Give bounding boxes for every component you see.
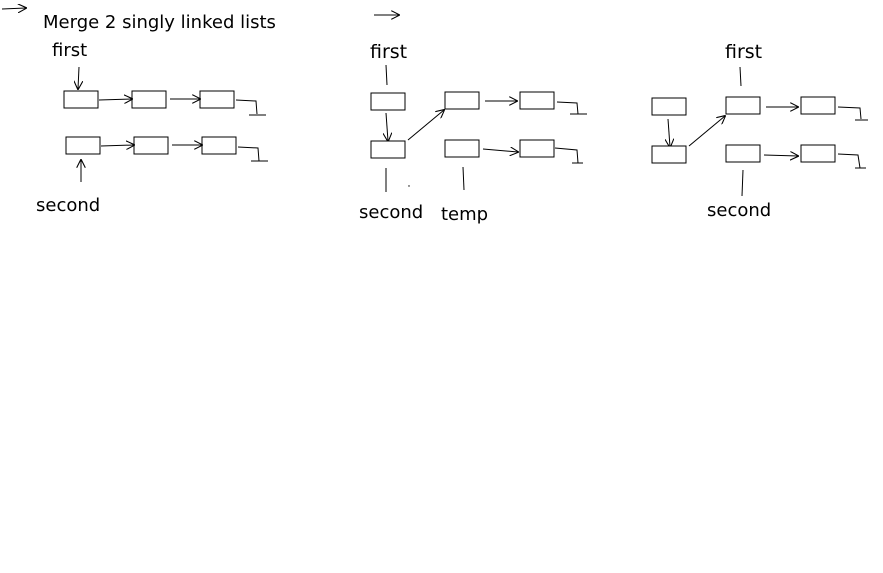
panel-2: first second temp bbox=[359, 41, 587, 225]
panel-1-list-b-link-1 bbox=[100, 145, 134, 146]
panel-2-first-pointer bbox=[385, 64, 388, 86]
panel-2-temp-pointer bbox=[462, 166, 465, 191]
panel-1-list-a-null-ground bbox=[235, 99, 266, 116]
panel-3-left-node-bottom bbox=[651, 145, 687, 164]
panel-1-list-b-node-2 bbox=[133, 136, 169, 155]
panel-1-list-a-node-3 bbox=[199, 90, 235, 109]
panel-1-second-label: second bbox=[36, 195, 100, 216]
panel-3-list-b-link bbox=[763, 155, 798, 156]
panel-1-list-b-null-ground bbox=[237, 146, 268, 162]
panel-2-first-to-second-link bbox=[386, 112, 388, 141]
panel-3-list-b-node-2 bbox=[800, 144, 836, 163]
panel-2-second-to-list-a-link bbox=[407, 110, 444, 141]
panel-1-list-a-node-1 bbox=[63, 90, 99, 109]
panel-3-left-node-top bbox=[651, 97, 687, 116]
panel-2-list-a-node-2 bbox=[519, 91, 555, 110]
panel-2-second-label: second bbox=[359, 202, 423, 223]
panel-3: first second bbox=[651, 41, 868, 221]
panel-2-temp-link bbox=[482, 149, 518, 152]
panel-2-list-a-null-ground bbox=[556, 101, 587, 115]
panel-1-list-b-node-1 bbox=[65, 136, 101, 155]
stray-arrow-top-left bbox=[1, 8, 26, 9]
panel-3-list-a-node-2 bbox=[800, 96, 836, 115]
panel-3-list-b-node-1 bbox=[725, 144, 761, 163]
panel-2-list-a-node-1 bbox=[444, 91, 480, 110]
panel-3-left-to-list-a-link bbox=[688, 116, 725, 147]
stray-dot bbox=[408, 185, 410, 187]
panel-2-temp-null-ground bbox=[554, 147, 583, 164]
panel-1-list-a-node-2 bbox=[131, 90, 167, 109]
panel-3-first-label: first bbox=[725, 41, 762, 63]
panel-2-first-node bbox=[370, 92, 406, 111]
panel-2-temp-node-2 bbox=[519, 139, 555, 158]
panel-3-first-pointer bbox=[739, 66, 742, 87]
panel-3-list-a-node-1 bbox=[725, 96, 761, 115]
panel-3-left-top-to-bottom-link bbox=[668, 118, 670, 147]
panel-2-second-node bbox=[370, 140, 406, 159]
panel-3-second-label: second bbox=[707, 200, 771, 221]
panel-2-temp-node-1 bbox=[444, 139, 480, 158]
panel-1-first-pointer bbox=[78, 66, 79, 89]
panel-3-list-a-null-ground bbox=[837, 106, 868, 121]
panel-1: first second bbox=[36, 40, 268, 216]
panel-2-temp-label: temp bbox=[441, 204, 488, 225]
panel-3-list-b-null-ground bbox=[837, 153, 866, 169]
diagram-title: Merge 2 singly linked lists bbox=[43, 12, 276, 33]
panel-1-list-a-link-1 bbox=[98, 99, 132, 100]
panel-1-list-b-node-3 bbox=[201, 136, 237, 155]
panel-2-first-label: first bbox=[370, 41, 407, 63]
panel-3-second-pointer bbox=[741, 169, 744, 197]
panel-1-first-label: first bbox=[52, 40, 87, 61]
